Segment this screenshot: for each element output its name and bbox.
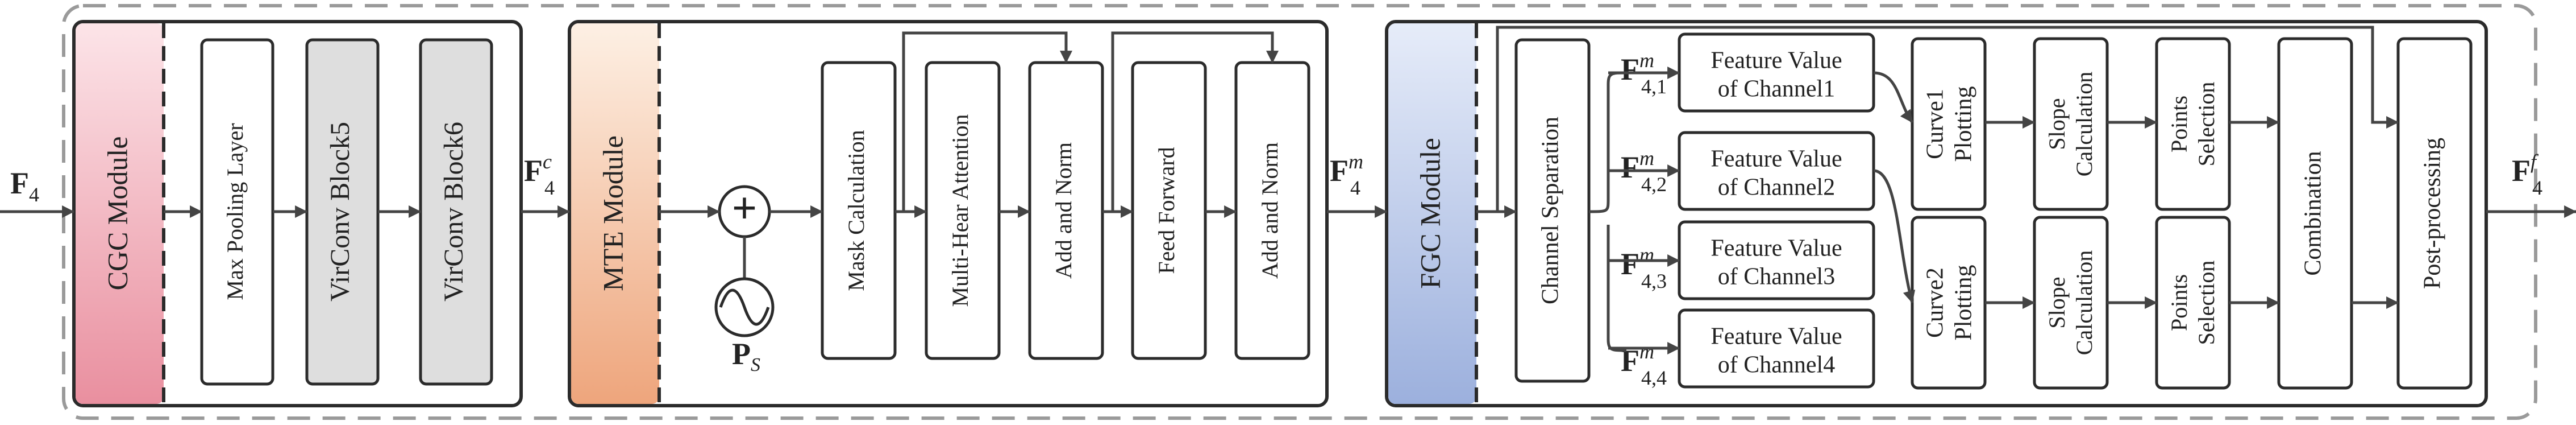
virconv-block5-label: VirConv Block5 — [325, 122, 355, 302]
channel-2-label-line1: Feature Value — [1711, 146, 1842, 172]
plus-symbol: + — [732, 183, 757, 233]
curve1-plotting-line2: Plotting — [1951, 86, 1977, 162]
feed-forward-label: Feed Forward — [1154, 147, 1179, 274]
channel-3-label-line1: Feature Value — [1711, 236, 1842, 262]
skip-arrow-to-postprocessing — [1496, 26, 2399, 212]
mte-module: MTE Module + PS Mask Calculation Multi-H… — [568, 20, 1329, 407]
points-selection-2-line2: Selection — [2194, 261, 2219, 345]
mte-module-label: MTE Module — [597, 135, 629, 291]
fgc-module-header — [1388, 23, 1476, 404]
sine-wave-icon — [719, 288, 770, 326]
channel-2-label-line2: of Channel2 — [1718, 175, 1835, 201]
channel-separation-label: Channel Separation — [1538, 117, 1564, 304]
curve2-plotting-line1: Curve2 — [1922, 267, 1949, 338]
slope-calculation-1-line1: Slope — [2044, 98, 2070, 150]
max-pooling-layer-label: Max Pooling Layer — [222, 123, 248, 300]
combination-label: Combination — [2300, 151, 2327, 275]
slope-calculation-2-line1: Slope — [2044, 277, 2070, 328]
points-selection-2-line1: Points — [2166, 274, 2192, 331]
slope-calculation-2-line2: Calculation — [2071, 250, 2097, 355]
slope-calculation-1-line2: Calculation — [2071, 72, 2097, 176]
input-feature-f4: F4 — [10, 166, 39, 206]
mask-calculation-label: Mask Calculation — [843, 130, 869, 291]
residual-arrow-1 — [902, 31, 1072, 212]
channel-1-label-line1: Feature Value — [1711, 48, 1842, 74]
cgc-module: CGC Module Max Pooling Layer VirConv Blo… — [72, 20, 523, 407]
curve1-plotting-line1: Curve1 — [1922, 89, 1949, 159]
add-norm-1-label: Add and Norm — [1051, 142, 1076, 279]
curve1-plotting-box — [1911, 37, 1987, 211]
combination-box — [2277, 37, 2353, 390]
add-norm-2-label: Add and Norm — [1257, 142, 1283, 279]
virconv-block6-label: VirConv Block6 — [439, 122, 469, 302]
cgc-module-label: CGC Module — [101, 137, 133, 291]
channel-4-label-line2: of Channel4 — [1718, 352, 1835, 378]
cgc-module-header — [76, 23, 164, 404]
fgc-module-label: FGC Module — [1414, 138, 1446, 288]
channel-3-label-line2: of Channel3 — [1718, 264, 1835, 290]
post-processing-box — [2396, 37, 2473, 390]
points-selection-1-line2: Selection — [2194, 82, 2219, 167]
fgc-module: FGC Module Channel Separation Feature Va… — [1385, 20, 2488, 407]
points-selection-1-line1: Points — [2166, 96, 2192, 152]
arrow-channel1-to-curve1 — [1873, 71, 1914, 123]
ps-label: PS — [732, 337, 760, 376]
mte-module-header — [571, 23, 659, 404]
residual-arrow-2 — [1111, 31, 1279, 212]
connectors — [0, 26, 2576, 354]
multi-head-attention-label: Multi-Hear Attention — [947, 114, 973, 307]
curve2-plotting-line2: Plotting — [1951, 265, 1977, 340]
channel-1-label-line2: of Channel1 — [1718, 76, 1835, 102]
arrow-channel2-to-curve2 — [1873, 169, 1916, 304]
post-processing-label: Post-processing — [2420, 138, 2446, 289]
channel-4-label-line1: Feature Value — [1711, 324, 1842, 350]
